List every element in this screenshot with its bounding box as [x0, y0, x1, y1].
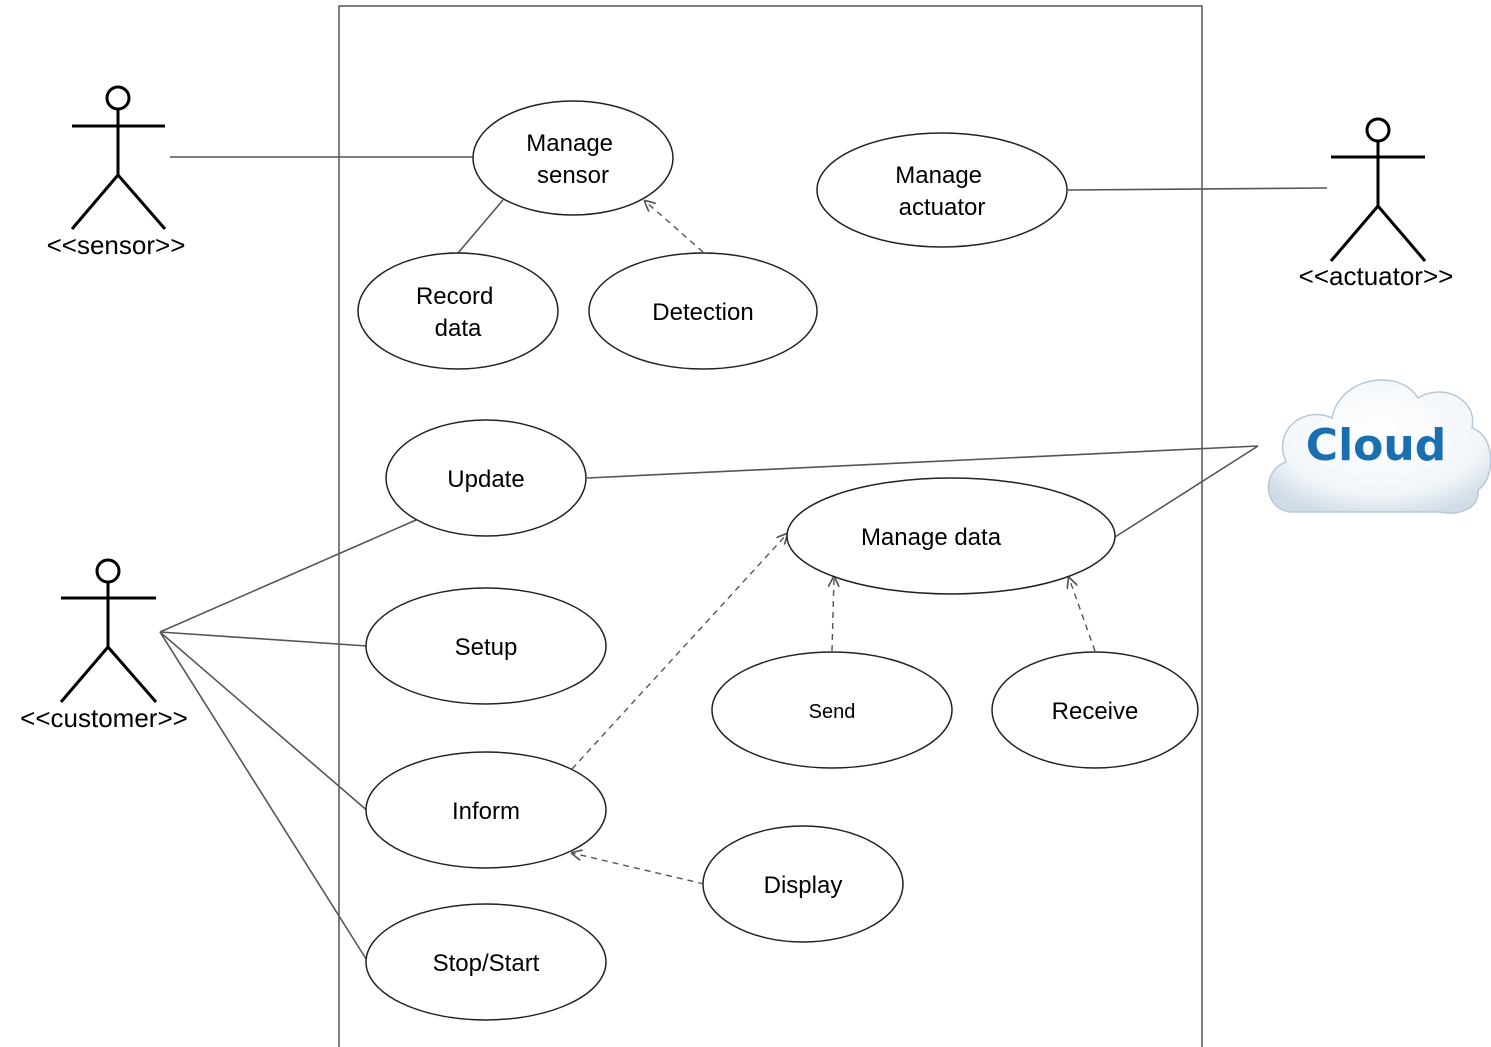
dep-display-inform: [572, 853, 705, 885]
use-case-label: actuator: [899, 194, 986, 221]
assoc-manage-sensor-record-data: [457, 199, 504, 254]
use-case-manage-actuator[interactable]: Manage actuator: [816, 132, 1068, 248]
use-case-label: Inform: [452, 798, 520, 825]
use-case-label: Manage: [895, 162, 982, 189]
actor-label: <<customer>>: [20, 703, 188, 733]
use-case-receive[interactable]: Receive: [991, 651, 1199, 769]
svg-text:Record data: Record data: [416, 283, 500, 342]
dependencies: [571, 201, 1096, 885]
assoc-customer-setup: [159, 631, 368, 647]
stick-figure-icon: [59, 558, 158, 703]
dep-send-manage-data: [832, 577, 834, 652]
use-case-record-data[interactable]: Record data: [357, 252, 559, 370]
actor-customer[interactable]: <<customer>>: [20, 558, 188, 733]
use-case-manage-data[interactable]: Manage data: [786, 477, 1116, 595]
use-case-send[interactable]: Send: [711, 651, 953, 769]
dep-inform-manage-data: [571, 534, 787, 770]
use-case-label: Detection: [652, 299, 753, 326]
cloud-label: Cloud: [1306, 420, 1446, 471]
stick-figure-icon: [70, 85, 167, 230]
use-case-label: data: [435, 315, 482, 342]
cloud-icon: [1267, 379, 1491, 514]
assoc-manage-actuator-actuator: [1067, 187, 1328, 191]
actor-label: <<actuator>>: [1299, 261, 1454, 291]
use-case-label: sensor: [537, 162, 609, 189]
assoc-customer-stop-start: [159, 631, 369, 963]
assoc-customer-inform: [159, 631, 371, 814]
use-case-manage-sensor[interactable]: Manage sensor: [472, 100, 674, 216]
use-case-label: Send: [809, 701, 856, 723]
associations: [159, 156, 1328, 963]
actor-label: <<sensor>>: [47, 230, 186, 260]
use-case-inform[interactable]: Inform: [365, 751, 607, 869]
use-case-stop-start[interactable]: Stop/Start: [365, 903, 607, 1021]
use-case-update[interactable]: Update: [385, 419, 587, 537]
svg-text:Manage actuator: Manage actuator: [895, 162, 988, 221]
actor-sensor[interactable]: <<sensor>>: [47, 85, 186, 260]
system-boundary: [338, 5, 1203, 1047]
assoc-customer-update: [159, 519, 417, 633]
use-case-display[interactable]: Display: [702, 825, 904, 943]
use-case-label: Record: [416, 283, 493, 310]
svg-text:Manage sensor: Manage sensor: [526, 130, 619, 189]
use-case-label: Setup: [455, 634, 518, 661]
use-case-label: Display: [764, 872, 843, 899]
use-case-label: Update: [447, 466, 524, 493]
stick-figure-icon: [1329, 117, 1427, 262]
use-case-label: Stop/Start: [433, 950, 540, 977]
assoc-update-cloud: [586, 445, 1259, 479]
use-case-label: Manage data: [861, 524, 1002, 551]
dep-receive-manage-data: [1069, 578, 1096, 652]
assoc-manage-data-cloud: [1114, 445, 1259, 538]
use-cases: Manage sensor Manage actuator Record dat…: [357, 100, 1199, 1021]
use-case-label: Receive: [1052, 698, 1139, 725]
use-case-detection[interactable]: Detection: [588, 252, 818, 370]
use-case-setup[interactable]: Setup: [365, 587, 607, 705]
actor-actuator[interactable]: <<actuator>>: [1299, 117, 1454, 291]
dep-detection-manage-sensor: [645, 201, 704, 253]
use-case-label: Manage: [526, 130, 613, 157]
actor-cloud[interactable]: Cloud: [1267, 379, 1491, 514]
